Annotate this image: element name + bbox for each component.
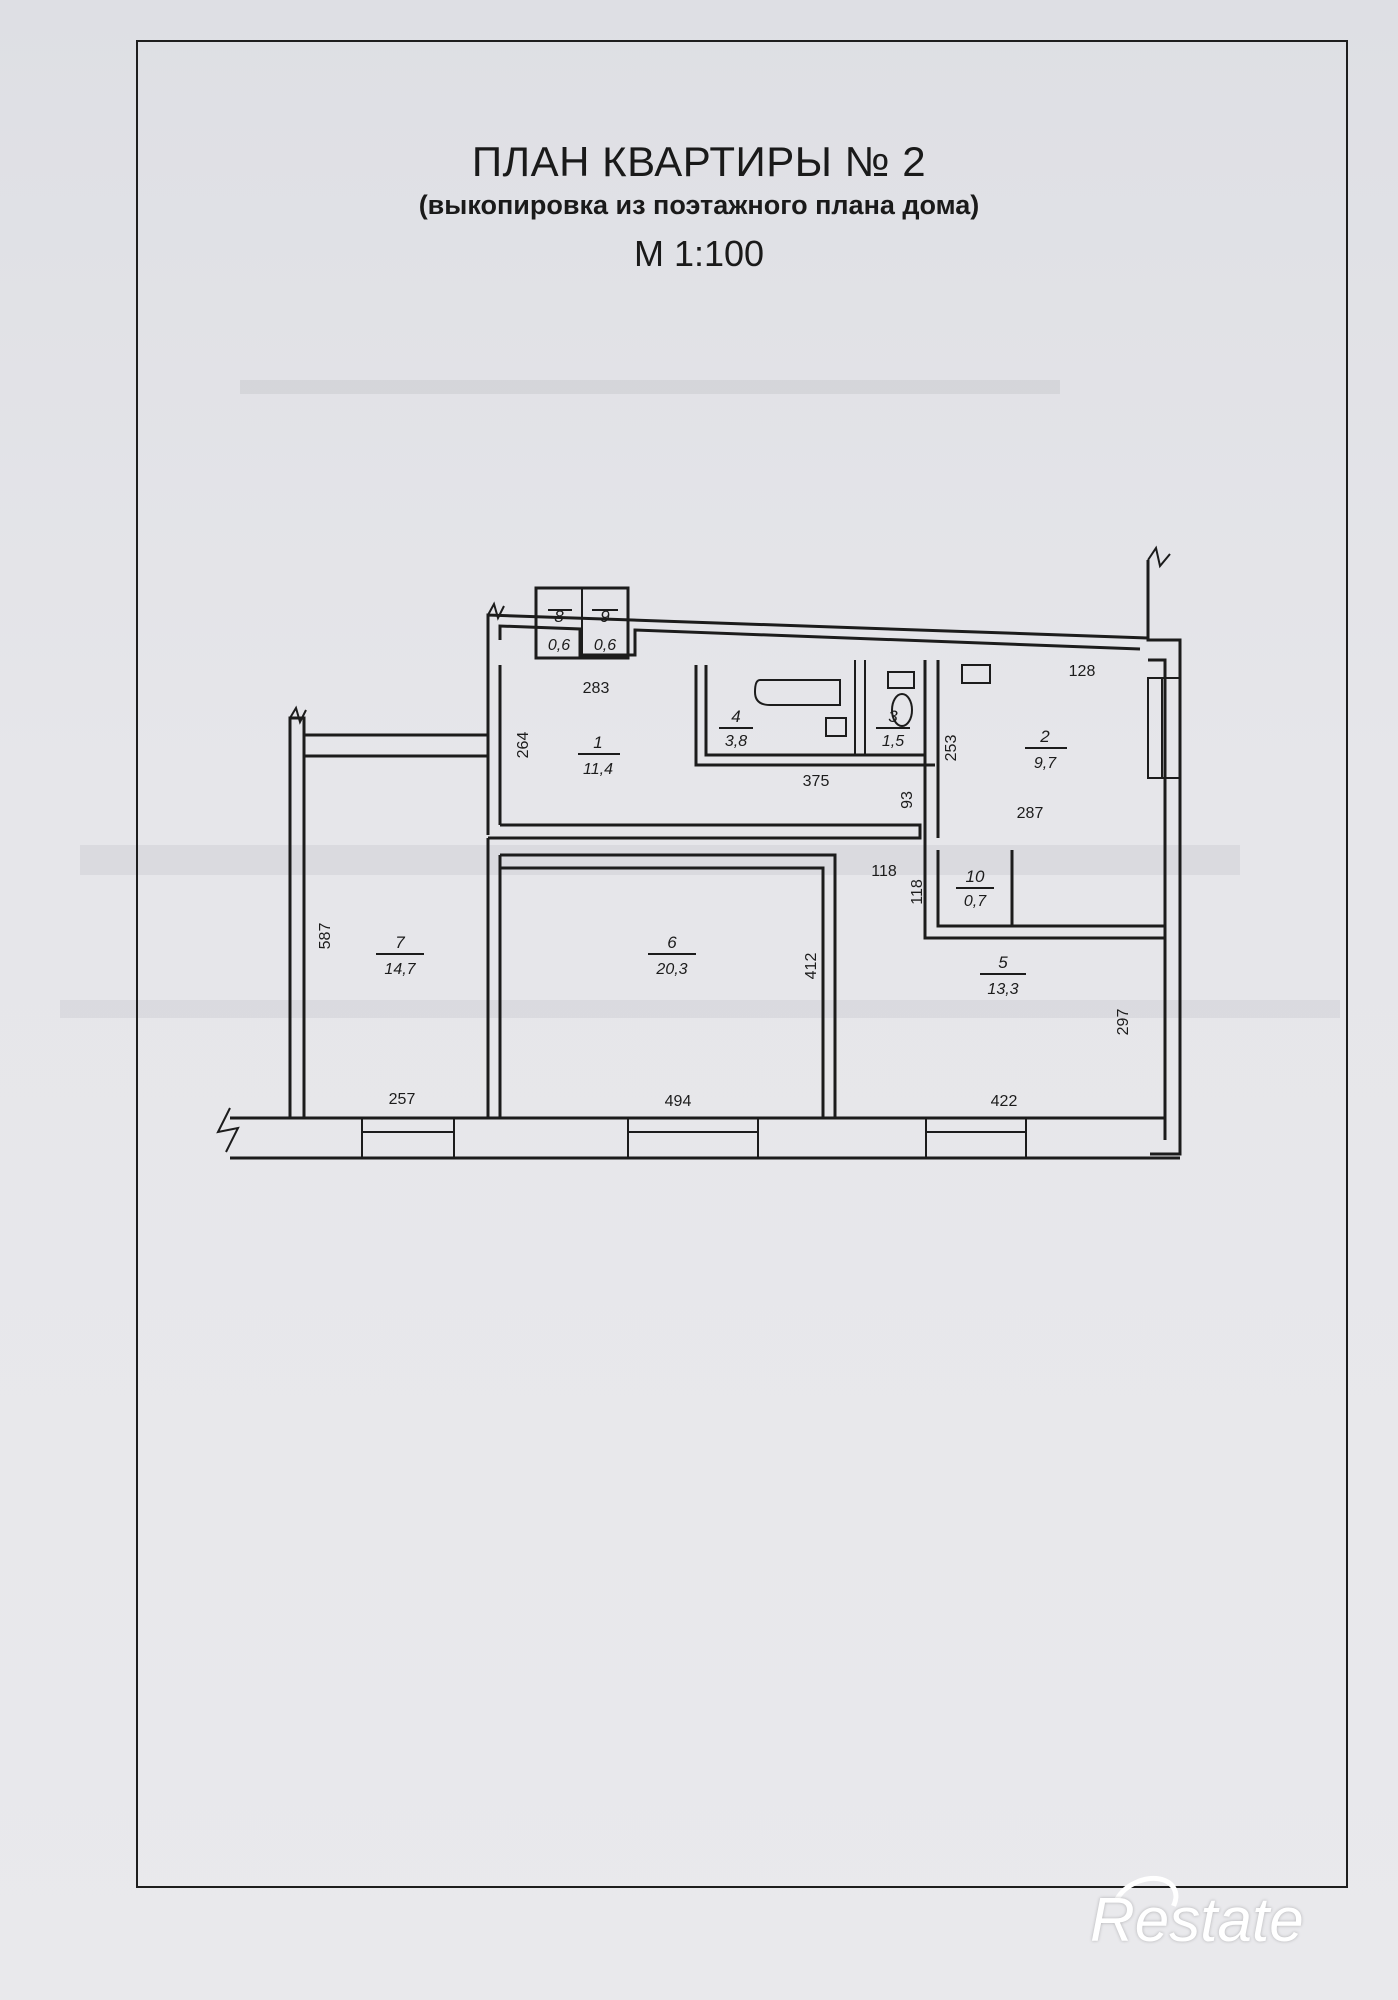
ghost-bar-1 (240, 380, 1060, 394)
dimension-labels: 283 264 375 93 253 128 287 118 118 412 2… (317, 663, 1132, 1110)
interior-walls (486, 640, 1165, 1118)
toilet-tank-icon (887, 671, 915, 689)
balcony-wall (304, 733, 488, 758)
right-wall-inner (1148, 658, 1167, 1140)
room-5-area: 13,3 (987, 981, 1018, 998)
dim-257: 257 (389, 1091, 416, 1108)
stove-icon (961, 664, 991, 684)
plan-title: ПЛАН КВАРТИРЫ № 2 (471, 138, 927, 185)
dim-412: 412 (803, 953, 820, 980)
break-mark-top-right (1147, 545, 1171, 569)
room-7-number: 7 (395, 933, 405, 952)
hall-bottom-wall (488, 823, 922, 840)
room-6-area: 20,3 (655, 961, 687, 978)
watermark-text: Restate (1090, 1886, 1304, 1955)
room-2-area: 9,7 (1034, 755, 1057, 772)
kitchen-left-wall (923, 660, 940, 838)
top-wall-outer (486, 560, 1150, 640)
window-room7 (361, 1117, 455, 1159)
room-8-area: 0,6 (548, 637, 570, 654)
top-wall-inner (498, 624, 1141, 657)
right-wall-outer (1146, 560, 1182, 1156)
plan-subtitle: (выкопировка из поэтажного плана дома) (418, 190, 980, 220)
shafts (534, 586, 630, 660)
room-9-number: 9 (600, 607, 610, 626)
fixtures (753, 664, 991, 737)
plan-scale: М 1:100 (633, 233, 765, 274)
room6-left-wall (486, 838, 502, 1118)
dim-253: 253 (943, 735, 960, 762)
ghost-bar-3 (60, 1000, 1340, 1018)
break-marks (216, 545, 1171, 1153)
left-wall (288, 716, 306, 1118)
toilet-icon (891, 693, 913, 727)
dim-128: 128 (1069, 663, 1096, 680)
dim-264: 264 (515, 732, 532, 759)
dim-118-vertical: 118 (909, 879, 926, 905)
windows (361, 677, 1181, 1159)
room-1-area: 11,4 (583, 761, 613, 778)
bath-outer-wall (694, 665, 935, 767)
break-mark-top-left (487, 601, 505, 621)
room-6-number: 6 (667, 933, 677, 952)
bath-inner-wall (704, 665, 925, 757)
dim-375: 375 (803, 773, 830, 790)
outer-walls (230, 560, 1182, 1160)
room-5-number: 5 (998, 953, 1008, 972)
dim-283: 283 (583, 680, 610, 697)
document-frame (136, 40, 1348, 1888)
window-room5 (925, 1117, 1027, 1159)
room6-right-wall (500, 853, 837, 1118)
room5-top-wall (1010, 850, 1165, 928)
dim-587: 587 (317, 923, 334, 950)
ghost-bar-2 (80, 845, 1240, 875)
break-mark-left (216, 1107, 240, 1153)
break-mark-room7 (289, 705, 307, 725)
room-7-area: 14,7 (384, 961, 416, 978)
window-room6 (627, 1117, 759, 1159)
room-4-area: 3,8 (725, 733, 747, 750)
room-2-number: 2 (1039, 727, 1050, 746)
window-room2 (1147, 677, 1181, 779)
dim-287: 287 (1017, 805, 1044, 822)
dim-118-horizontal: 118 (871, 863, 897, 880)
room-10-number: 10 (966, 867, 985, 886)
room-9-area: 0,6 (594, 637, 616, 654)
room-3-number: 3 (888, 707, 898, 726)
room-labels: 1 11,4 2 9,7 3 1,5 4 3,8 5 13,3 6 20,3 7… (376, 607, 1067, 998)
room-4-number: 4 (731, 707, 740, 726)
dim-297: 297 (1115, 1009, 1132, 1036)
dim-422: 422 (991, 1093, 1018, 1110)
room-3-area: 1,5 (882, 733, 904, 750)
hall-left-wall (486, 640, 502, 835)
sink-icon (825, 717, 847, 737)
room-1-number: 1 (593, 733, 602, 752)
dim-494: 494 (665, 1093, 692, 1110)
bathtub-icon (753, 679, 841, 706)
room-10-area: 0,7 (964, 893, 987, 910)
room-8-number: 8 (554, 607, 564, 626)
dim-93: 93 (899, 791, 916, 809)
wc-wall (854, 660, 866, 755)
